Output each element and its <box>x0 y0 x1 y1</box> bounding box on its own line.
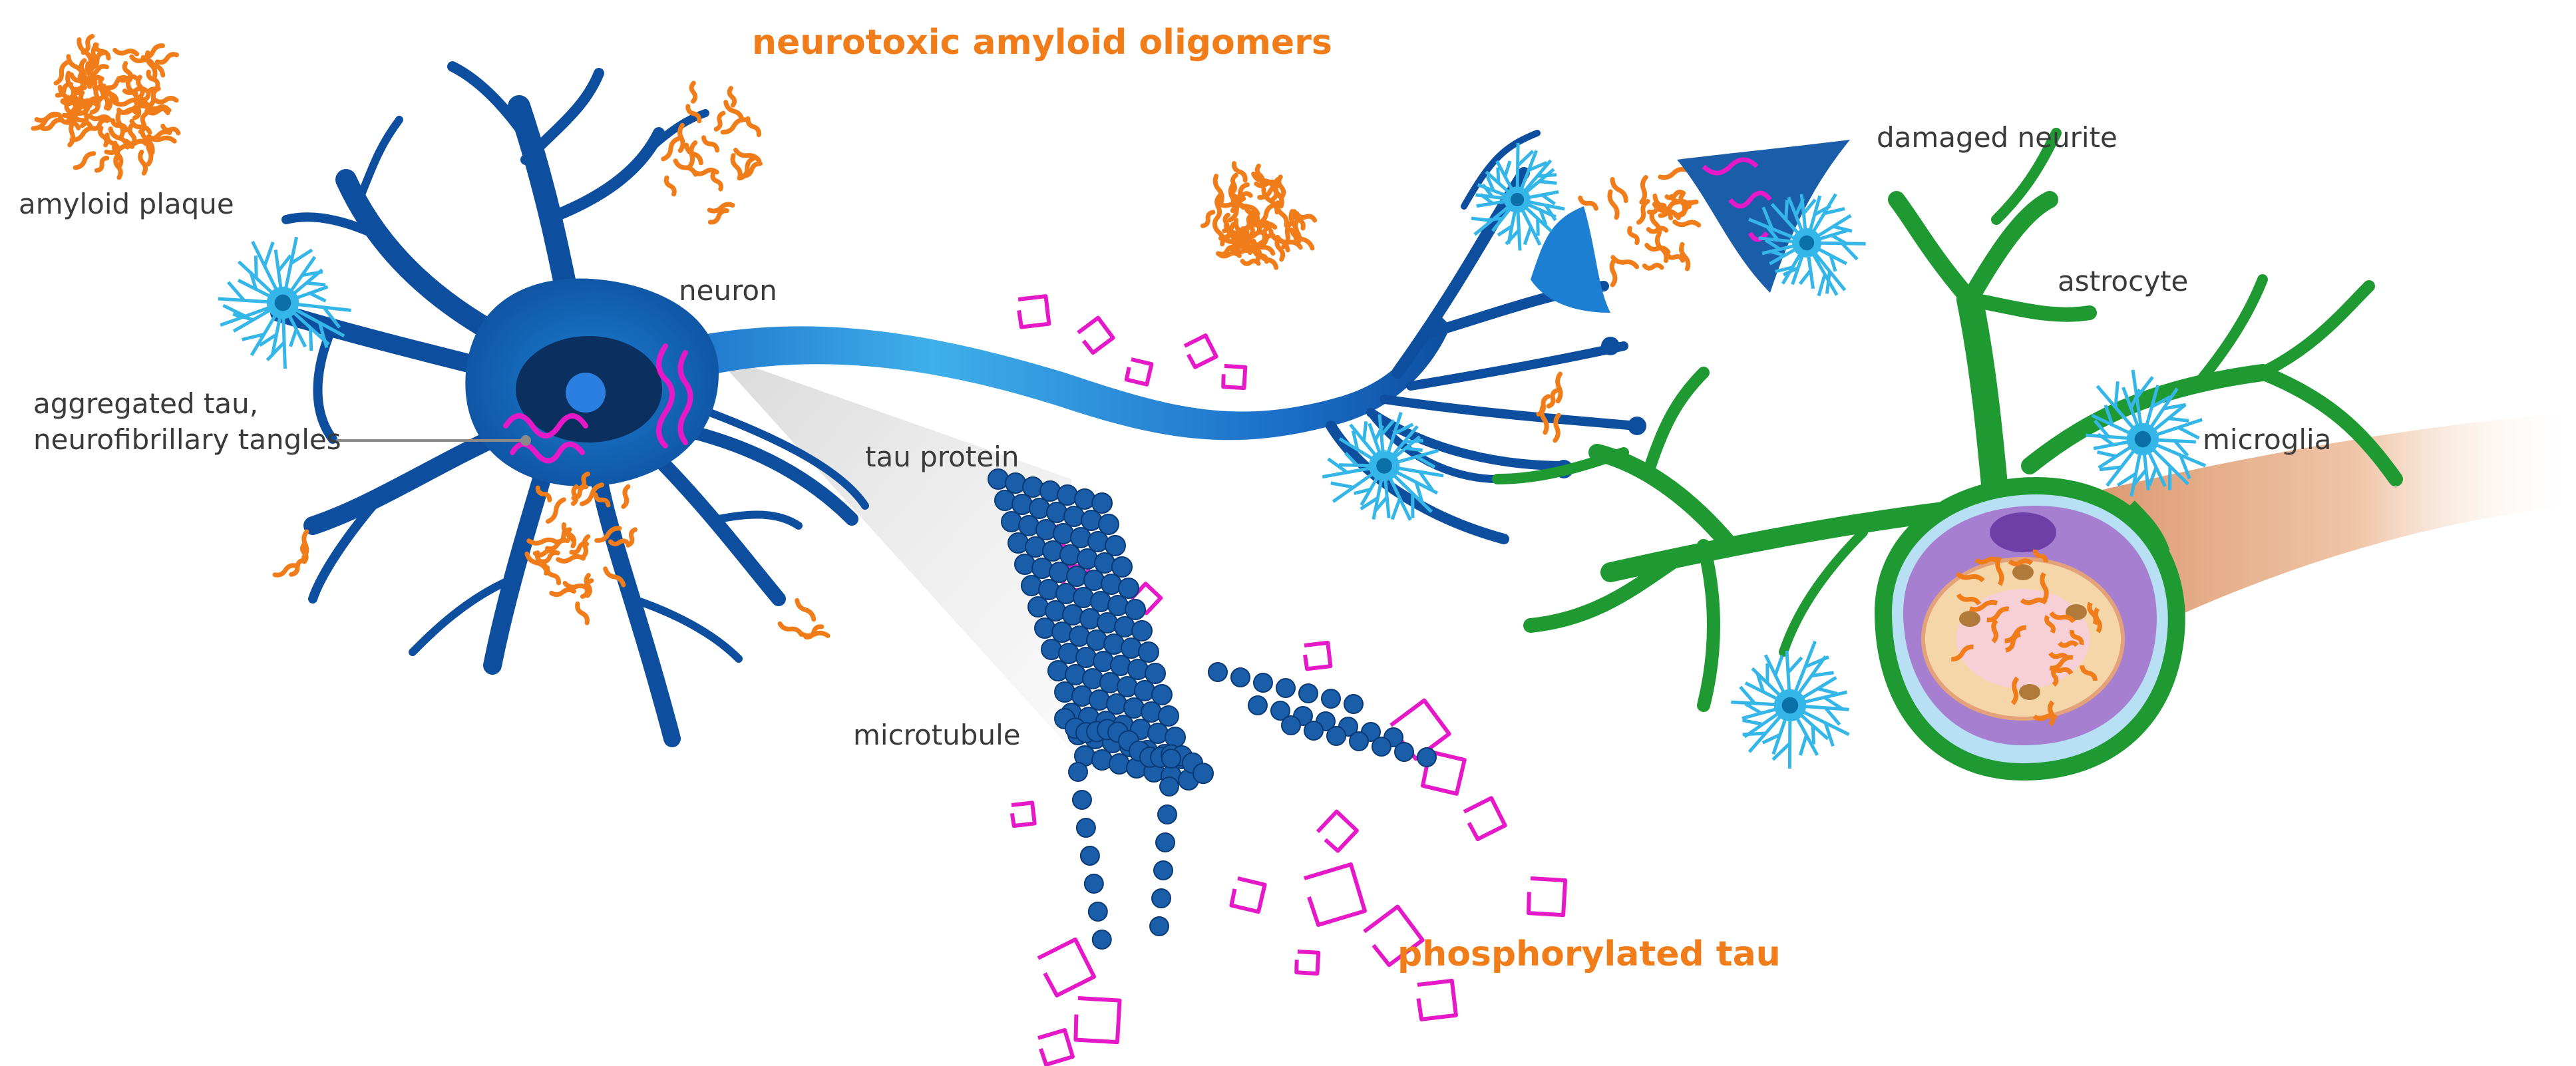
label-neurotoxic-amyloid-oligomers: neurotoxic amyloid oligomers <box>752 23 1332 63</box>
label-damaged-neurite: damaged neurite <box>1877 121 2117 154</box>
pointer-dot <box>520 435 531 446</box>
microtubule <box>988 468 1437 950</box>
amyloid-oligomers <box>272 81 1702 639</box>
neuron <box>270 61 1646 747</box>
damaged-neurite <box>1677 140 1850 293</box>
microglia-cell <box>1471 142 1565 251</box>
blood-vessel <box>1874 476 2185 781</box>
microglia-cell <box>2086 369 2207 497</box>
microglia-cell <box>1748 193 1866 297</box>
amyloid-plaque-icon <box>31 33 181 180</box>
label-astrocyte: astrocyte <box>2058 265 2189 297</box>
label-aggregated-tau: aggregated tau, <box>33 387 259 420</box>
axon <box>652 313 1451 441</box>
microglia-cell <box>1322 411 1444 521</box>
synaptic-terminal <box>1531 206 1610 313</box>
terminal-bouton <box>1628 417 1646 435</box>
amyloid-plaque-small <box>1200 160 1318 270</box>
label-microglia: microglia <box>2203 423 2332 456</box>
axon-terminals <box>1326 130 1642 544</box>
label-neuron: neuron <box>679 274 777 307</box>
microglia-cell <box>218 236 351 369</box>
microglia-group <box>218 142 2207 769</box>
label-phosphorylated-tau: phosphorylated tau <box>1397 934 1781 974</box>
label-tau-protein: tau protein <box>865 441 1019 473</box>
terminal-bouton <box>1601 337 1620 355</box>
label-neurofibrillary-tangles: neurofibrillary tangles <box>33 423 341 456</box>
nucleolus <box>566 373 606 413</box>
label-microtubule: microtubule <box>853 719 1021 751</box>
microglia-cell <box>1731 640 1850 769</box>
label-amyloid-plaque: amyloid plaque <box>19 188 234 220</box>
